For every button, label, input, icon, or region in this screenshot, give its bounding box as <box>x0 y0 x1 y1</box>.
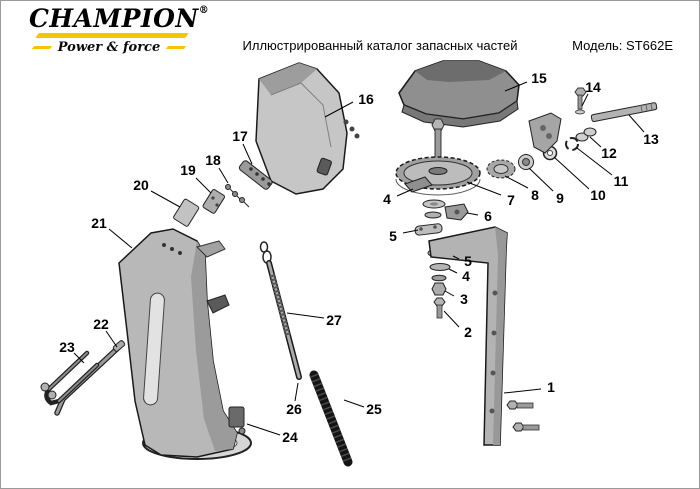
part-number-25: 25 <box>366 401 382 417</box>
part-mount-plates <box>173 160 273 227</box>
part-number-16: 16 <box>358 91 374 107</box>
part-number-5: 5 <box>464 253 472 269</box>
registered-mark: ® <box>198 5 210 16</box>
part-number-12: 12 <box>601 145 617 161</box>
part-lower-bracket <box>228 406 246 435</box>
callout-line-12 <box>589 136 602 148</box>
callout-line-20 <box>150 190 181 208</box>
callout-line-27 <box>286 312 325 319</box>
part-number-20: 20 <box>133 177 149 193</box>
callout-line-5 <box>402 229 419 234</box>
bolt-icon <box>506 400 534 410</box>
callout-line-3 <box>444 290 455 297</box>
callout-line-17 <box>242 143 253 165</box>
callout-line-13 <box>628 114 645 133</box>
part-number-9: 9 <box>556 190 564 206</box>
part-auger-cover <box>398 60 520 128</box>
part-number-7: 7 <box>507 192 515 208</box>
part-handle-column <box>428 226 540 446</box>
part-upper-hardware <box>404 176 469 236</box>
part-number-4: 4 <box>462 268 470 284</box>
callout-line-10 <box>553 156 590 190</box>
part-number-13: 13 <box>643 131 659 147</box>
part-number-23: 23 <box>59 339 75 355</box>
model-label: Модель: ST662E <box>572 38 673 53</box>
part-number-3: 3 <box>460 291 468 307</box>
champion-logo: CHAMPION® Power & force <box>29 4 209 55</box>
callout-line-2 <box>443 310 460 328</box>
part-number-21: 21 <box>91 215 107 231</box>
callout-line-5 <box>452 255 460 260</box>
callout-line-15 <box>504 81 528 92</box>
part-number-8: 8 <box>531 187 539 203</box>
callout-line-1 <box>503 388 542 394</box>
part-link-rod <box>259 241 302 380</box>
callout-line-26 <box>294 382 299 402</box>
part-rubber-strip <box>309 370 353 467</box>
callout-line-6 <box>466 212 479 216</box>
part-number-18: 18 <box>205 152 221 168</box>
bolt-icon <box>512 422 540 432</box>
callout-line-7 <box>466 181 502 196</box>
callout-line-4 <box>396 188 414 197</box>
callout-line-4 <box>448 268 458 274</box>
callout-line-22 <box>105 330 118 348</box>
brand-tagline: Power & force <box>29 40 189 55</box>
callout-line-19 <box>195 177 212 194</box>
part-number-27: 27 <box>326 312 342 328</box>
part-number-4: 4 <box>383 191 391 207</box>
part-number-1: 1 <box>547 379 555 395</box>
catalog-title: Иллюстрированный каталог запасных частей <box>242 38 518 53</box>
part-drive-hardware <box>486 87 658 179</box>
part-number-11: 11 <box>614 173 629 189</box>
part-belt-cover <box>255 62 360 195</box>
part-worm-gear <box>395 118 481 196</box>
callout-line-18 <box>218 167 229 184</box>
callout-line-14 <box>581 93 589 107</box>
callout-line-21 <box>108 228 133 249</box>
part-number-15: 15 <box>531 70 547 86</box>
part-number-24: 24 <box>282 429 298 445</box>
part-handle-frame <box>118 228 252 460</box>
part-number-19: 19 <box>180 162 196 178</box>
part-skid-rods <box>40 340 126 416</box>
part-number-22: 22 <box>93 316 109 332</box>
callout-line-24 <box>246 423 281 436</box>
brand-text: CHAMPION <box>29 4 199 33</box>
callout-line-16 <box>324 101 354 118</box>
brand-name: CHAMPION® <box>29 4 209 33</box>
part-number-26: 26 <box>286 401 302 417</box>
part-callouts: 1615141312111098717181920214655432222327… <box>59 70 659 445</box>
callout-line-9 <box>528 167 554 192</box>
part-number-10: 10 <box>590 187 606 203</box>
callout-line-11 <box>576 147 613 176</box>
part-number-2: 2 <box>464 324 472 340</box>
callout-line-8 <box>504 175 529 189</box>
part-number-17: 17 <box>232 128 248 144</box>
part-number-6: 6 <box>484 208 492 224</box>
callout-line-25 <box>343 399 365 408</box>
part-number-5: 5 <box>389 228 397 244</box>
part-number-14: 14 <box>585 79 601 95</box>
screw-icons <box>225 184 250 208</box>
callout-line-23 <box>73 352 85 364</box>
